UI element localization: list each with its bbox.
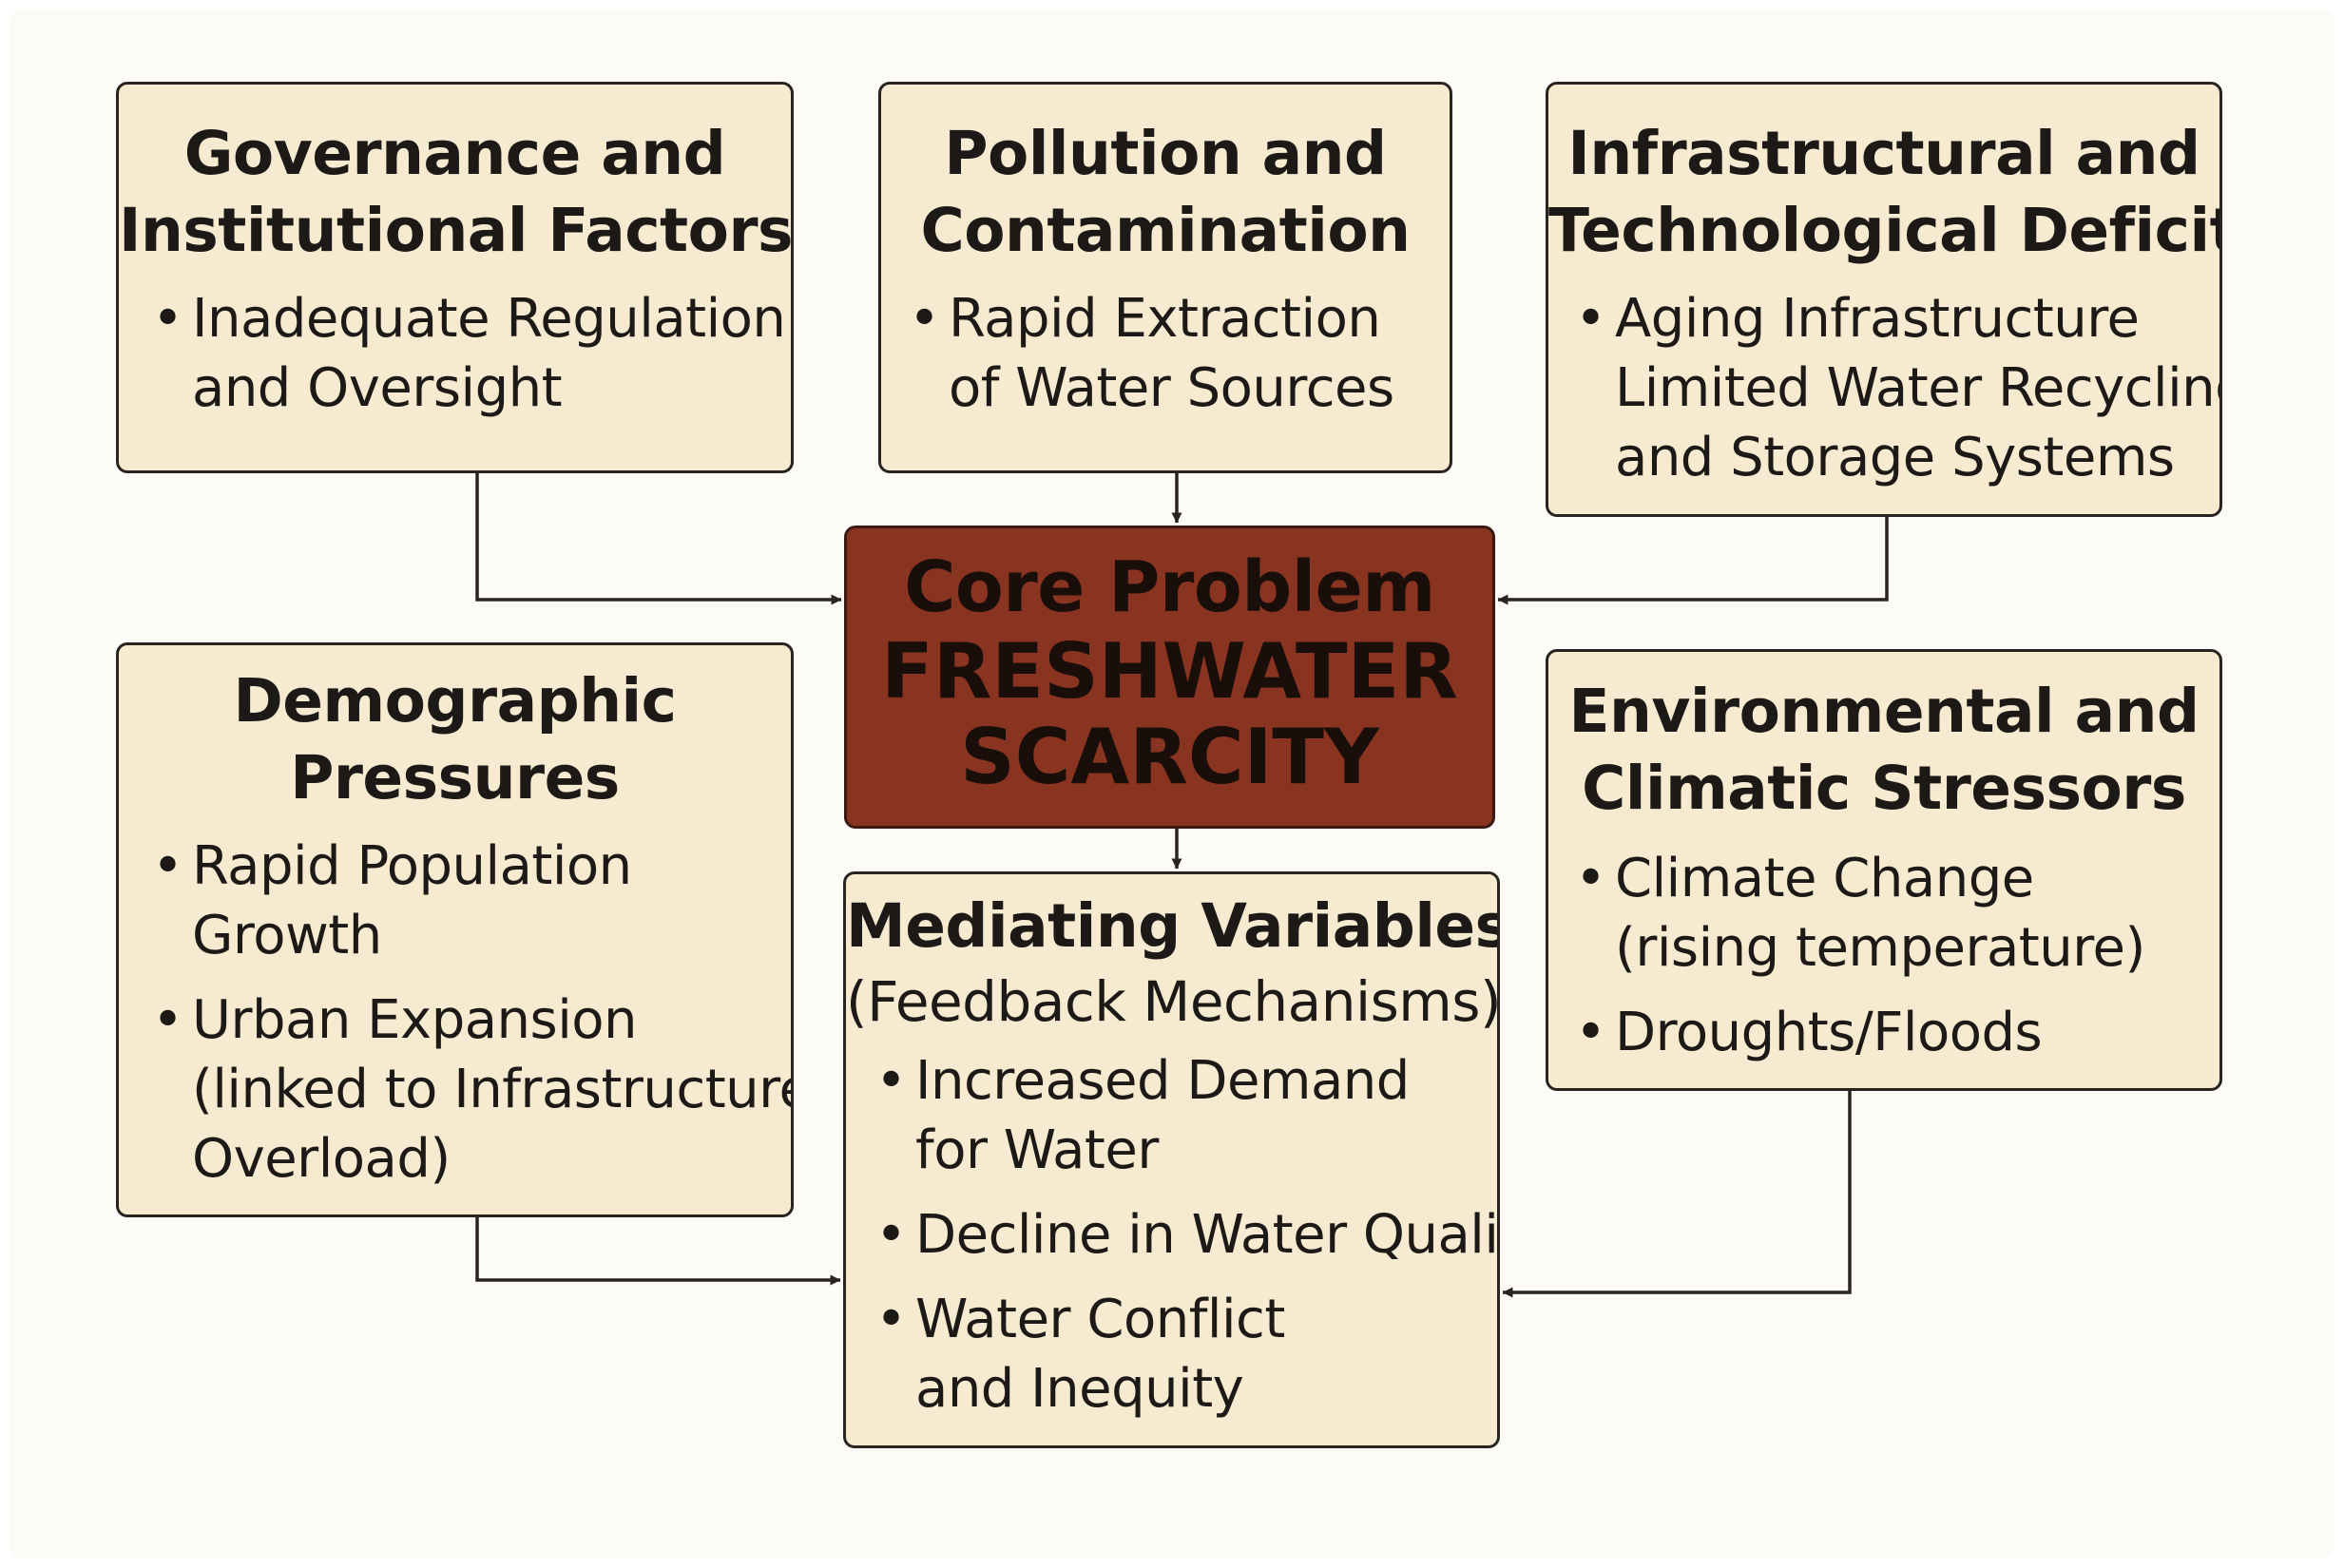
item-line: (rising temperature) [1615, 917, 2145, 979]
demographic-title: Demographic Pressures [119, 662, 791, 816]
item-line: (linked to Infrastructure [192, 1059, 794, 1120]
arrow-environmental-to-mediating [1502, 1091, 1852, 1298]
mediating-variables-box: Mediating Variables (Feedback Mechanisms… [843, 871, 1500, 1448]
pollution-title: Pollution and Contamination [881, 115, 1450, 269]
pollution-box: Pollution and Contamination • Rapid Extr… [878, 82, 1452, 473]
item-line: Droughts/Floods [1615, 1002, 2043, 1063]
item-line: Rapid Population [192, 835, 632, 897]
infrastructure-item: • Aging Infrastructure Limited Water Rec… [1575, 284, 2222, 492]
item-line: Increased Demand [915, 1050, 1410, 1112]
bullet-icon: • [152, 835, 183, 897]
governance-list: • Inadequate Regulation and Oversight [119, 284, 791, 423]
arrow-governance-to-core [475, 473, 842, 605]
environmental-title: Environmental and Climatic Stressors [1548, 673, 2219, 827]
mediating-item: • Decline in Water Qualit [875, 1200, 1500, 1270]
item-line: Urban Expansion [192, 989, 638, 1051]
governance-title-line1: Governance and [183, 119, 726, 188]
bullet-icon: • [1575, 1002, 1606, 1063]
environmental-list: • Climate Change (rising temperature) • … [1548, 844, 2219, 1067]
mediating-list: • Increased Demand for Water • Decline i… [846, 1046, 1497, 1424]
item-line: and Inequity [915, 1358, 1244, 1420]
environmental-box: Environmental and Climatic Stressors • C… [1546, 649, 2222, 1091]
governance-box: Governance and Institutional Factors • I… [116, 82, 794, 473]
governance-title-line2: Institutional Factors [119, 196, 794, 265]
bullet-icon: • [152, 288, 183, 350]
item-line: Decline in Water Qualit [915, 1204, 1500, 1266]
item-line: Rapid Extraction [949, 288, 1381, 350]
bullet-icon: • [875, 1204, 907, 1266]
mediating-item: • Water Conflict and Inequity [875, 1285, 1497, 1424]
infrastructure-title-line2: Technological Deficits [1548, 196, 2222, 265]
arrow-infrastructure-to-core [1497, 517, 1889, 605]
item-line: Water Conflict [915, 1289, 1285, 1350]
demographic-title-line1: Demographic [233, 666, 677, 736]
infrastructure-title-line1: Infrastructural and [1567, 119, 2200, 188]
pollution-title-line2: Contamination [920, 196, 1411, 265]
infrastructure-title: Infrastructural and Technological Defici… [1548, 115, 2219, 269]
environmental-item: • Climate Change (rising temperature) [1575, 844, 2219, 983]
bullet-icon: • [909, 288, 940, 350]
environmental-item: • Droughts/Floods [1575, 998, 2219, 1067]
demographic-title-line2: Pressures [290, 743, 620, 813]
bullet-icon: • [1575, 288, 1606, 350]
mediating-item: • Increased Demand for Water [875, 1046, 1497, 1185]
mediating-title: Mediating Variables [846, 891, 1500, 961]
item-line: for Water [915, 1119, 1159, 1181]
item-line: and Oversight [192, 357, 563, 419]
infrastructure-box: Infrastructural and Technological Defici… [1546, 82, 2222, 517]
demographic-item: • Urban Expansion (linked to Infrastruct… [152, 985, 794, 1194]
item-line: of Water Sources [949, 357, 1394, 419]
pollution-item: • Rapid Extraction of Water Sources [909, 284, 1450, 423]
environmental-title-line1: Environmental and [1568, 677, 2200, 746]
item-line: Limited Water Recycling [1615, 357, 2222, 419]
item-line: Climate Change [1615, 848, 2034, 909]
item-line: and Storage Systems [1615, 427, 2175, 488]
demographic-box: Demographic Pressures • Rapid Population… [116, 642, 794, 1217]
governance-title: Governance and Institutional Factors [119, 115, 791, 269]
item-line: Growth [192, 905, 382, 966]
bullet-icon: • [1575, 848, 1606, 909]
bullet-icon: • [875, 1289, 907, 1350]
core-problem-label: Core Problem [904, 546, 1435, 628]
pollution-title-line1: Pollution and [944, 119, 1387, 188]
governance-item: • Inadequate Regulation and Oversight [152, 284, 791, 423]
bullet-icon: • [875, 1050, 907, 1112]
arrow-demographic-to-mediating [475, 1217, 841, 1286]
demographic-item: • Rapid Population Growth [152, 832, 791, 970]
core-problem-line2: SCARCITY [960, 713, 1379, 801]
item-line: Aging Infrastructure [1615, 288, 2140, 350]
infrastructure-list: • Aging Infrastructure Limited Water Rec… [1548, 284, 2219, 492]
item-line: Inadequate Regulation [192, 288, 786, 350]
pollution-list: • Rapid Extraction of Water Sources [881, 284, 1450, 423]
environmental-title-line2: Climatic Stressors [1582, 754, 2186, 823]
item-line: Overload) [192, 1128, 451, 1190]
mediating-subtitle: (Feedback Mechanisms) [846, 969, 1500, 1034]
demographic-list: • Rapid Population Growth • Urban Expans… [119, 832, 791, 1194]
bullet-icon: • [152, 989, 183, 1051]
core-problem-box: Core Problem FRESHWATER SCARCITY [844, 526, 1495, 829]
core-problem-line1: FRESHWATER [881, 627, 1458, 716]
